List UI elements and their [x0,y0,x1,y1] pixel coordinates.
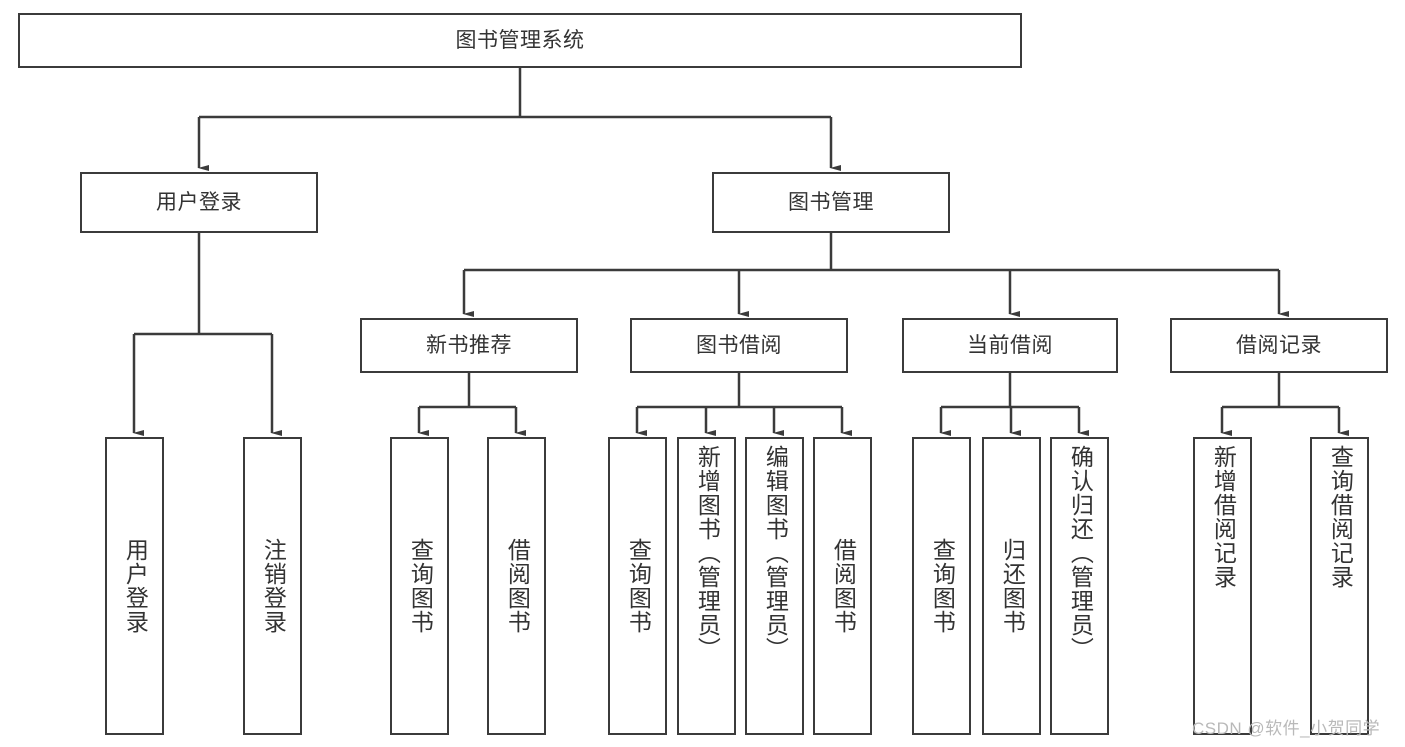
node-label: 新增借阅记录 [1210,445,1237,589]
csdn-watermark: CSDN @软件_小贺同学 [1192,719,1381,738]
node-label: 借阅图书 [504,538,531,634]
node-book-borrow[interactable]: 图书借阅 [630,318,848,373]
node-leaf-add-book-admin[interactable]: 新增图书（管理员） [677,437,736,735]
node-leaf-user-login[interactable]: 用户登录 [105,437,164,735]
node-new-book-recommend[interactable]: 新书推荐 [360,318,578,373]
node-leaf-borrow-book[interactable]: 借阅图书 [813,437,872,735]
node-leaf-return-book[interactable]: 归还图书 [982,437,1041,735]
node-label: 注销登录 [260,538,287,634]
node-root[interactable]: 图书管理系统 [18,13,1022,68]
node-label: 图书管理系统 [455,28,585,52]
node-label: 新增图书（管理员） [694,445,721,661]
node-label: 查询借阅记录 [1327,445,1354,589]
node-leaf-edit-book-admin[interactable]: 编辑图书（管理员） [745,437,804,735]
node-current-borrow[interactable]: 当前借阅 [902,318,1118,373]
node-label: 借阅记录 [1236,333,1322,357]
node-leaf-query-borrow-record[interactable]: 查询借阅记录 [1310,437,1369,735]
node-label: 当前借阅 [967,333,1053,357]
node-label: 查询图书 [625,538,652,634]
node-leaf-add-borrow-record[interactable]: 新增借阅记录 [1193,437,1252,735]
node-label: 图书管理 [788,190,874,214]
node-leaf-query-book-recommend[interactable]: 查询图书 [390,437,449,735]
node-label: 用户登录 [122,538,149,634]
node-borrow-record[interactable]: 借阅记录 [1170,318,1388,373]
node-label: 编辑图书（管理员） [762,445,789,661]
node-leaf-query-book-current[interactable]: 查询图书 [912,437,971,735]
node-leaf-user-logout[interactable]: 注销登录 [243,437,302,735]
node-leaf-confirm-return-admin[interactable]: 确认归还（管理员） [1050,437,1109,735]
node-book-management[interactable]: 图书管理 [712,172,950,233]
edges-group [132,68,1349,436]
node-label: 图书借阅 [696,333,782,357]
node-leaf-borrow-book-recommend[interactable]: 借阅图书 [487,437,546,735]
node-label: 借阅图书 [830,538,857,634]
node-user-login[interactable]: 用户登录 [80,172,318,233]
node-label: 用户登录 [156,190,242,214]
node-leaf-query-book-borrow[interactable]: 查询图书 [608,437,667,735]
node-label: 新书推荐 [426,333,512,357]
node-label: 确认归还（管理员） [1067,445,1094,661]
node-label: 查询图书 [407,538,434,634]
node-label: 归还图书 [999,538,1026,634]
node-label: 查询图书 [929,538,956,634]
